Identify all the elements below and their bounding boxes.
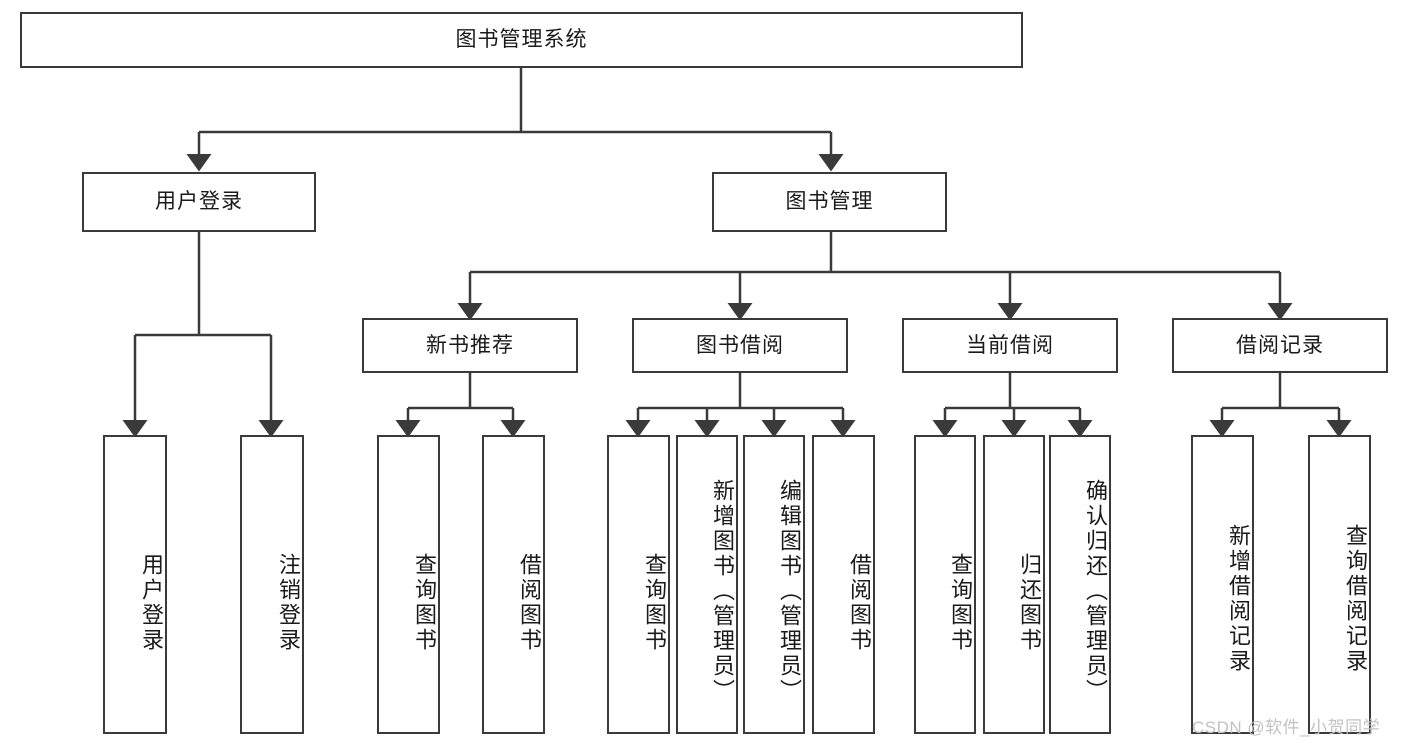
leaf-label: 确认归还（管理员） xyxy=(1083,479,1108,704)
leaf-label: 编辑图书（管理员） xyxy=(777,479,802,704)
leaf-record-query-borrow-record[interactable]: 查询借阅记录 xyxy=(1308,435,1371,734)
leaf-label: 查询借阅记录 xyxy=(1343,523,1368,674)
leaf-label: 归还图书 xyxy=(1017,552,1042,653)
leaf-label: 查询图书 xyxy=(948,552,973,653)
node-root-book-management-system[interactable]: 图书管理系统 xyxy=(20,12,1023,68)
node-borrowing-record[interactable]: 借阅记录 xyxy=(1172,318,1388,373)
leaf-label: 新增借阅记录 xyxy=(1226,523,1251,674)
leaf-label: 借阅图书 xyxy=(517,552,542,653)
leaf-current-borrow-confirm-return-admin[interactable]: 确认归还（管理员） xyxy=(1049,435,1111,734)
csdn-watermark: CSDN @软件_小贺同学 xyxy=(1192,718,1381,737)
leaf-label: 查询图书 xyxy=(642,552,667,653)
leaf-user-login-logout[interactable]: 注销登录 xyxy=(240,435,304,734)
leaf-book-borrow-add-book-admin[interactable]: 新增图书（管理员） xyxy=(676,435,738,734)
node-book-borrowing[interactable]: 图书借阅 xyxy=(632,318,848,373)
leaf-book-borrow-edit-book-admin[interactable]: 编辑图书（管理员） xyxy=(743,435,805,734)
node-user-login[interactable]: 用户登录 xyxy=(82,172,316,232)
leaf-label: 注销登录 xyxy=(276,552,301,653)
leaf-label: 新增图书（管理员） xyxy=(710,479,735,704)
leaf-label: 借阅图书 xyxy=(847,552,872,653)
leaf-book-borrow-borrow-book[interactable]: 借阅图书 xyxy=(812,435,875,734)
leaf-new-book-borrow-book[interactable]: 借阅图书 xyxy=(482,435,545,734)
leaf-new-book-query-book[interactable]: 查询图书 xyxy=(377,435,440,734)
leaf-current-borrow-return-book[interactable]: 归还图书 xyxy=(983,435,1045,734)
leaf-label: 查询图书 xyxy=(412,552,437,653)
node-new-book-recommendation[interactable]: 新书推荐 xyxy=(362,318,578,373)
leaf-label: 用户登录 xyxy=(139,552,164,653)
node-current-borrowing[interactable]: 当前借阅 xyxy=(902,318,1118,373)
leaf-book-borrow-query-book[interactable]: 查询图书 xyxy=(607,435,670,734)
leaf-record-add-borrow-record[interactable]: 新增借阅记录 xyxy=(1191,435,1254,734)
leaf-user-login-login[interactable]: 用户登录 xyxy=(103,435,167,734)
node-book-management[interactable]: 图书管理 xyxy=(712,172,947,232)
leaf-current-borrow-query-book[interactable]: 查询图书 xyxy=(914,435,976,734)
